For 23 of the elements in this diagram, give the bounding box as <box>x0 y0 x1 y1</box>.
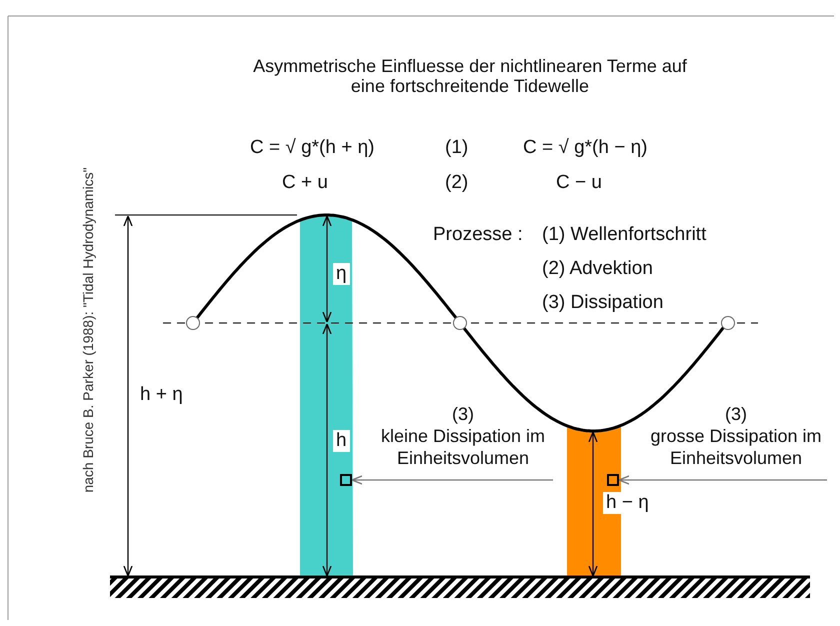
source-note: nach Bruce B. Parker (1988): "Tidal Hydrodynamics" <box>79 167 97 493</box>
dimension-label: h <box>333 430 350 452</box>
process-number: (3) <box>724 403 748 425</box>
formula: C + u <box>282 172 328 194</box>
process-heading: Prozesse : <box>433 224 523 246</box>
unit-volume-square <box>340 474 352 486</box>
process-item: (1) Wellenfortschritt <box>542 224 706 246</box>
process-number: (3) <box>451 403 475 425</box>
equation-number: (1) <box>445 137 468 159</box>
formula: C = √ g*(h + η) <box>250 137 374 159</box>
dimension-label: η <box>333 263 350 285</box>
dimension-label: h + η <box>140 384 183 406</box>
equation-number: (2) <box>445 172 468 194</box>
annotation-text: kleine Dissipation im Einheitsvolumen <box>380 425 546 469</box>
annotation-text: grosse Dissipation im Einheitsvolumen <box>649 425 823 469</box>
leader-line <box>618 475 828 485</box>
process-item: (2) Advektion <box>542 258 653 280</box>
leader-line <box>351 475 554 485</box>
process-item: (3) Dissipation <box>542 292 664 314</box>
formula: C = √ g*(h − η) <box>523 137 648 159</box>
diagram-title: Asymmetrische Einfluesse der nichtlinearen Terme auf eine fortschreitende Tidewelle <box>252 56 688 96</box>
formula: C − u <box>556 172 602 194</box>
unit-volume-square <box>607 474 619 486</box>
